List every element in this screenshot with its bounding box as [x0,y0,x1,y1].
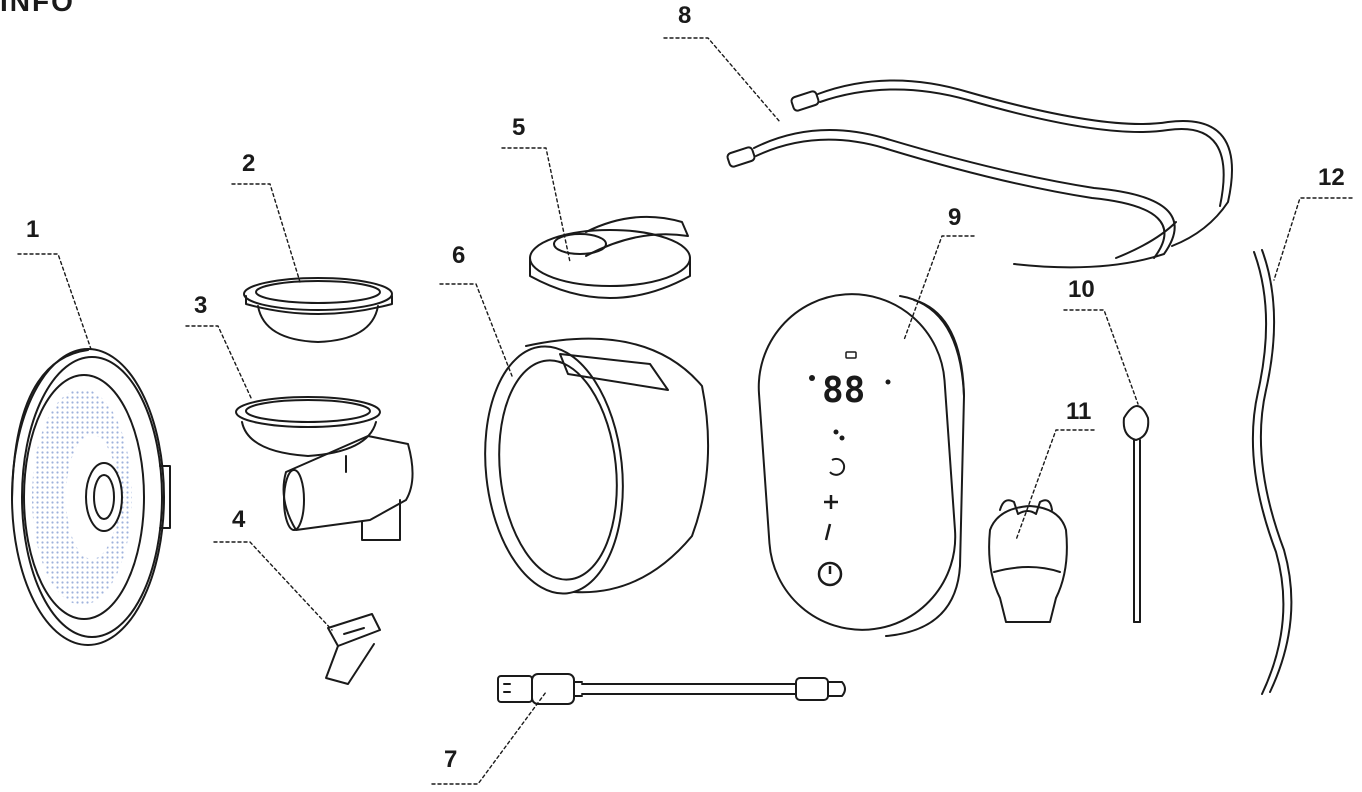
leader-7 [431,691,547,785]
part-10-brush [1122,405,1150,623]
part-2-membrane [243,277,393,343]
leader-8 [663,37,781,123]
callout-3: 3 [194,292,208,319]
plus-icon [824,495,838,509]
display-digits: 88 [822,370,865,411]
leader-6 [439,283,513,377]
callout-7: 7 [444,746,458,773]
leader-11 [1015,429,1095,541]
callout-11: 11 [1066,398,1092,425]
minus-icon [824,523,832,541]
leader-9 [903,235,975,341]
callout-8: 8 [678,2,692,29]
callout-1: 1 [26,216,40,243]
part-9-motor-unit [757,293,965,637]
motor-panel: 88 [809,351,891,587]
leader-1 [17,253,93,353]
leader-12 [1273,197,1353,281]
suction-icon [885,379,891,385]
leader-lines [17,37,1353,785]
callout-12: 12 [1318,164,1345,191]
part-12-spare-tube [1251,249,1293,695]
cycle-icon [829,457,846,476]
leader-3 [185,325,253,401]
mode-icon [809,375,815,381]
leader-5 [501,147,571,263]
callout-9: 9 [948,204,962,231]
power-icon [817,561,843,587]
part-3-connector [235,396,414,541]
callout-5: 5 [512,114,526,141]
leader-4 [213,541,333,631]
part-5-lid [529,215,691,299]
part-11-duckbill [988,499,1068,623]
leader-10 [1063,309,1139,405]
part-4-valve [325,613,381,685]
part-6-collection-cup [484,337,710,595]
battery-icon [845,351,857,359]
part-7-usb-cable [497,673,846,705]
leader-2 [231,183,301,283]
callout-4: 4 [232,506,246,533]
callout-10: 10 [1068,276,1095,303]
part-8-tubing [726,79,1233,269]
callout-6: 6 [452,242,466,269]
part-1-flange [11,348,171,646]
drop-icon [833,429,839,435]
header-fragment: INFO [0,0,75,17]
callout-2: 2 [242,150,256,177]
